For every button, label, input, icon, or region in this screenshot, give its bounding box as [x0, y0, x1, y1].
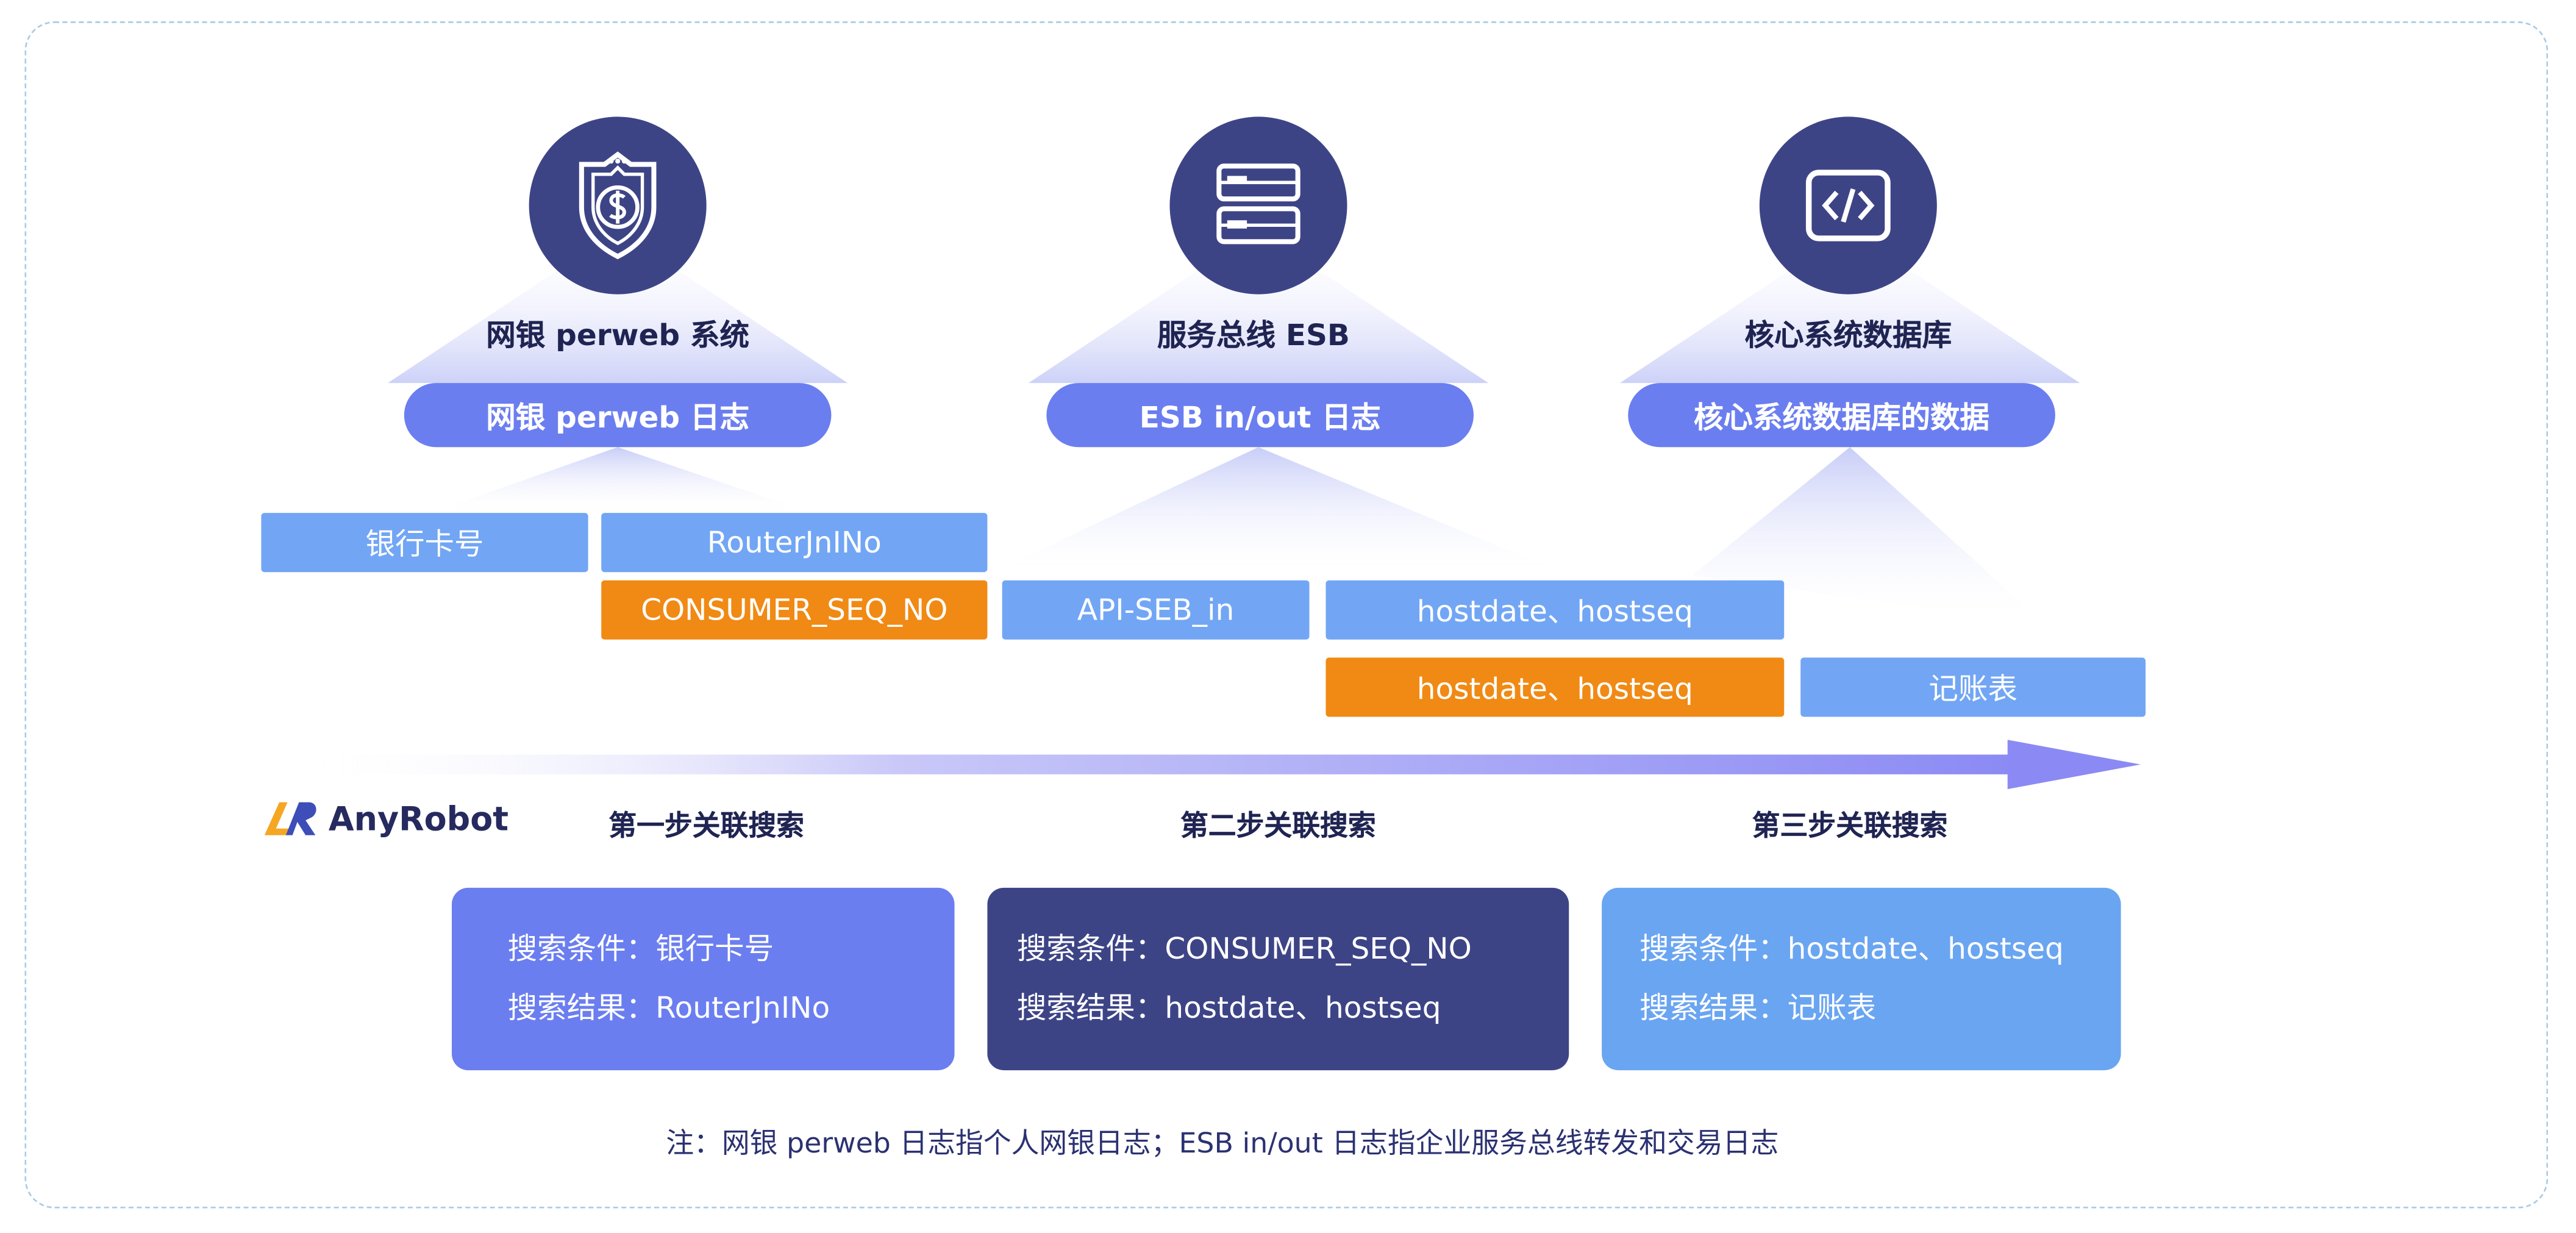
- step-card-3-result: 搜索结果：记账表: [1639, 990, 1877, 1025]
- code-icon: [1805, 170, 1891, 241]
- step-card-2-condition: 搜索条件：CONSUMER_SEQ_NO: [1016, 931, 1472, 966]
- footnote: 注：网银 perweb 日志指个人网银日志；ESB in/out 日志指企业服务…: [666, 1128, 1779, 1161]
- beam-system-3: [1692, 447, 2046, 625]
- pill-core-db-data: 核心系统数据库的数据: [1628, 383, 2055, 448]
- glow-system-1: [387, 230, 848, 384]
- flow-arrow-head: [2007, 740, 2141, 790]
- tag-hostdate-hostseq-orange: hostdate、hostseq: [1325, 657, 1785, 717]
- step-label-3: 第三步关联搜索: [1752, 810, 1948, 844]
- pill-esb-log: ESB in/out 日志: [1046, 383, 1474, 448]
- shield-dollar-icon: [579, 151, 657, 260]
- step-label-2: 第二步关联搜索: [1180, 810, 1376, 844]
- tag-router-jnino: RouterJnINo: [601, 513, 988, 573]
- glow-system-2: [1028, 230, 1489, 384]
- pill-perweb-log: 网银 perweb 日志: [404, 383, 832, 448]
- beam-system-1: [430, 447, 812, 513]
- system-title-perweb: 网银 perweb 系统: [486, 319, 749, 354]
- step-label-1: 第一步关联搜索: [608, 810, 804, 844]
- beam-system-2: [985, 447, 1569, 576]
- step-card-1: 搜索条件：银行卡号 搜索结果：RouterJnINo: [451, 887, 955, 1071]
- server-icon: [1216, 163, 1300, 245]
- tag-api-seb-in: API-SEB_in: [1002, 580, 1310, 640]
- tag-hostdate-hostseq-blue: hostdate、hostseq: [1325, 580, 1785, 640]
- step-card-2-result: 搜索结果：hostdate、hostseq: [1016, 990, 1441, 1025]
- system-title-core-db: 核心系统数据库: [1744, 319, 1952, 354]
- glow-system-3: [1619, 230, 2080, 384]
- system-circle-3: [1759, 116, 1937, 295]
- tag-consumer-seq-no: CONSUMER_SEQ_NO: [601, 580, 988, 640]
- anyrobot-logo: AnyRobot: [263, 799, 508, 838]
- step-card-3-condition: 搜索条件：hostdate、hostseq: [1639, 931, 2064, 966]
- tag-ledger: 记账表: [1800, 657, 2146, 717]
- step-card-2: 搜索条件：CONSUMER_SEQ_NO 搜索结果：hostdate、hosts…: [987, 887, 1569, 1071]
- system-title-esb: 服务总线 ESB: [1157, 319, 1350, 354]
- step-card-1-condition: 搜索条件：银行卡号: [507, 931, 774, 966]
- step-card-1-result: 搜索结果：RouterJnINo: [507, 990, 830, 1025]
- anyrobot-logo-icon: [264, 802, 316, 835]
- tag-card-number: 银行卡号: [261, 513, 588, 573]
- system-circle-2: [1169, 116, 1347, 295]
- step-card-3: 搜索条件：hostdate、hostseq 搜索结果：记账表: [1602, 887, 2121, 1071]
- dashed-frame: [24, 21, 2549, 1209]
- anyrobot-logo-text: AnyRobot: [328, 799, 508, 838]
- system-circle-1: [529, 116, 707, 295]
- flow-arrow-shaft: [292, 754, 2018, 774]
